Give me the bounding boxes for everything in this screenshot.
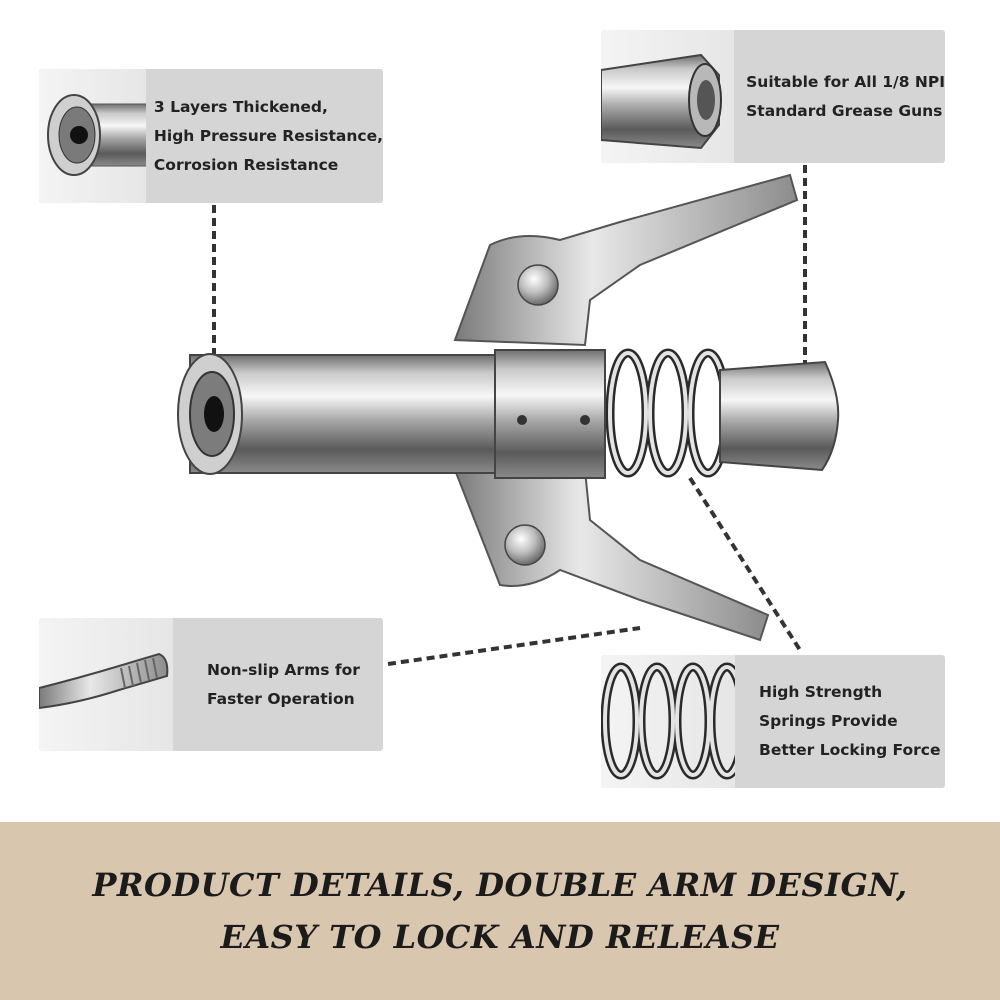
barrel — [189, 354, 511, 474]
product-banner: PRODUCT DETAILS, DOUBLE ARM DESIGN, EASY… — [0, 822, 1000, 1000]
banner-line: EASY TO LOCK AND RELEASE — [220, 918, 780, 956]
callout-line: Suitable for All 1/8 NPI — [746, 72, 945, 91]
callout-non-slip-arms: Non-slip Arms for Faster Operation — [39, 618, 383, 751]
callout-line: Better Locking Force — [759, 741, 941, 759]
callout-line: Non-slip Arms for — [207, 660, 360, 679]
leader-lines — [212, 165, 807, 666]
callout-line: High Strength — [759, 683, 883, 701]
callout-high-strength-springs: High Strength Springs Provide Better Loc… — [601, 655, 945, 788]
callout-line: Faster Operation — [207, 689, 355, 708]
callout-line: 3 Layers Thickened, — [153, 97, 328, 116]
callout-line: Springs Provide — [759, 712, 898, 730]
hex-end — [719, 360, 840, 472]
callout-pressure-resistance: 3 Layers Thickened, High Pressure Resist… — [39, 69, 383, 203]
banner-line: PRODUCT DETAILS, DOUBLE ARM DESIGN, — [92, 866, 908, 904]
spring-icon — [601, 655, 735, 788]
springs — [605, 348, 731, 478]
lower-arm — [453, 469, 770, 642]
callout-line: Standard Grease Guns — [746, 101, 943, 120]
coupler-head-icon — [39, 69, 146, 203]
grease-coupler-illustration — [177, 165, 840, 666]
callout-line: High Pressure Resistance, — [153, 126, 383, 145]
grip-arm-icon — [39, 618, 173, 751]
hex-nut-icon — [601, 30, 735, 163]
callout-line: Corrosion Resistance — [153, 155, 339, 174]
callout-npi-compatibility: Suitable for All 1/8 NPI Standard Grease… — [601, 30, 945, 163]
upper-arm — [453, 173, 799, 347]
